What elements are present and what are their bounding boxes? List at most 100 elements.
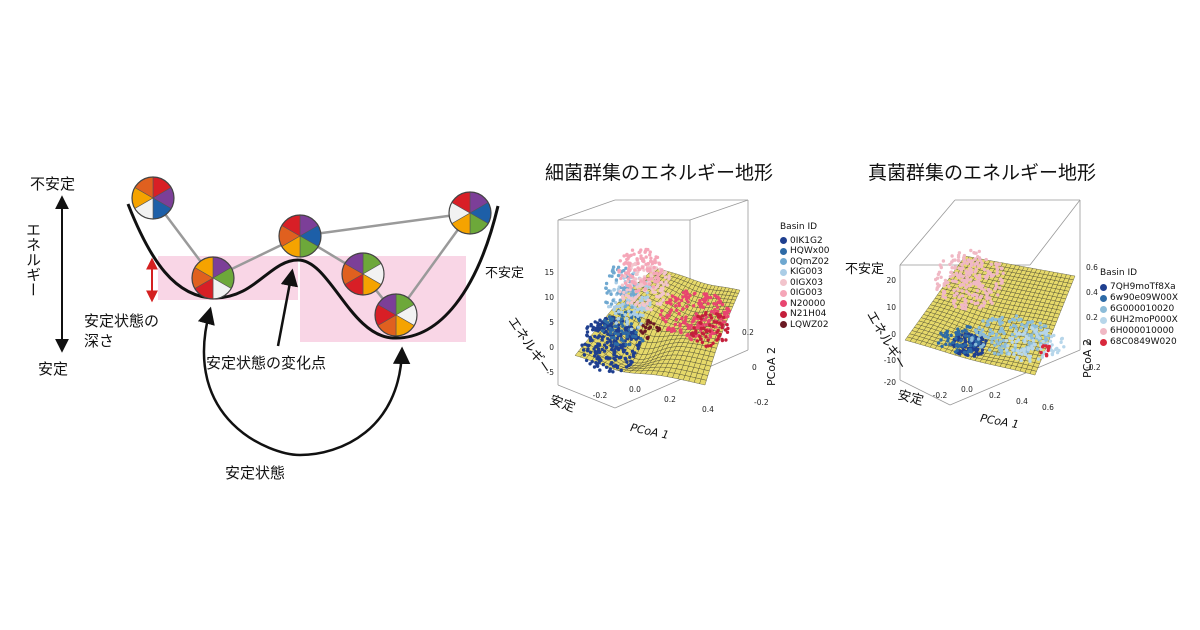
basin-point	[979, 259, 983, 263]
tick-label: 0.2	[989, 391, 1001, 400]
basin-point	[974, 267, 978, 271]
basin-point	[980, 287, 984, 291]
basin-point	[954, 331, 958, 335]
basin-point	[997, 317, 1001, 322]
transition-label: 安定状態の変化点	[206, 354, 327, 372]
basin-point	[625, 334, 629, 339]
legend-label: N20000	[790, 298, 826, 309]
basin-point	[610, 274, 614, 278]
tick-label: 0	[891, 330, 896, 339]
basin-point	[969, 248, 973, 253]
basin-point	[649, 308, 653, 312]
basin-point	[612, 287, 616, 292]
basin-point	[614, 278, 619, 282]
basin-point	[953, 265, 957, 269]
basin-point	[1062, 345, 1066, 349]
basin-point	[960, 282, 964, 287]
basin-point	[973, 257, 977, 261]
basin-point	[955, 291, 959, 296]
left-unstable-label: 不安定	[30, 175, 76, 193]
basin-point	[700, 314, 705, 318]
basin-point	[1013, 343, 1018, 347]
basin-point	[622, 290, 626, 295]
basin-point	[1008, 336, 1012, 340]
basin-point	[592, 354, 597, 358]
legend-item: KIG003	[780, 267, 830, 278]
basin-point	[694, 331, 698, 335]
legend-item: HQWx00	[780, 246, 830, 257]
basin-point	[620, 345, 624, 350]
legend-label: HQWx00	[790, 246, 830, 256]
basin-point	[973, 251, 977, 255]
basin-point	[991, 336, 996, 341]
legend-label: 0IG003	[790, 288, 823, 298]
basin-point	[628, 355, 632, 359]
legend-item: 6w90e09W00X	[1100, 293, 1178, 304]
stable-state-label: 安定状態	[225, 464, 286, 482]
basin-point	[1023, 324, 1027, 328]
basin-point	[648, 321, 653, 325]
basin-point	[989, 272, 993, 277]
basin-point	[616, 273, 621, 278]
basin-point	[995, 272, 999, 276]
basin-point	[625, 360, 629, 364]
basin-point	[966, 258, 971, 262]
basin-point	[691, 318, 696, 322]
basin-point	[960, 278, 964, 282]
basin-point	[957, 332, 961, 336]
basin-point	[999, 327, 1003, 331]
basin-point	[1019, 358, 1023, 363]
basin-point	[585, 333, 589, 337]
basin-point	[673, 322, 677, 327]
basin-point	[619, 310, 624, 314]
legend-label: 6G000010020	[1110, 304, 1175, 314]
basin-point	[938, 263, 942, 267]
basin-point	[648, 303, 652, 307]
basin-point	[964, 290, 969, 294]
basin-point	[681, 307, 685, 311]
basin-point	[645, 267, 649, 271]
basin-point	[661, 286, 665, 291]
basin-point	[613, 300, 618, 305]
basin-point	[629, 322, 634, 326]
basin-point	[956, 258, 961, 263]
basin-point	[943, 296, 948, 300]
basin-point	[725, 306, 729, 311]
basin-point	[636, 261, 640, 266]
basin-point	[726, 314, 730, 319]
basin-point	[596, 336, 600, 340]
basin-point	[720, 338, 725, 343]
basin-point	[658, 302, 662, 307]
basin-point	[1044, 344, 1048, 348]
basin-point	[1030, 347, 1035, 351]
basin-point	[717, 297, 721, 301]
basin-point	[632, 252, 636, 256]
basin-point	[652, 271, 656, 276]
basin-point	[699, 302, 704, 306]
basin-point	[634, 272, 639, 276]
basin-point	[684, 294, 688, 299]
basin-point	[620, 329, 624, 333]
basin-point	[717, 314, 722, 319]
basin-point	[606, 332, 610, 336]
state-pie-6	[448, 191, 492, 235]
basin-point	[662, 283, 666, 287]
basin-point	[953, 304, 958, 309]
basin-point	[634, 330, 638, 335]
basin-point	[975, 330, 979, 335]
basin-point	[610, 347, 614, 352]
basin-point	[723, 328, 728, 332]
basin-point	[961, 306, 965, 310]
tick-label: 10	[544, 293, 554, 302]
basin-point	[998, 348, 1002, 352]
basin-point	[674, 304, 678, 308]
basin-point	[657, 327, 662, 331]
basin-point	[604, 345, 609, 350]
basin-point	[715, 338, 719, 342]
basin-point	[618, 298, 622, 302]
basin-point	[667, 274, 671, 278]
legend-swatch	[780, 310, 787, 318]
basin-point	[601, 362, 605, 367]
basin-point	[658, 288, 662, 293]
